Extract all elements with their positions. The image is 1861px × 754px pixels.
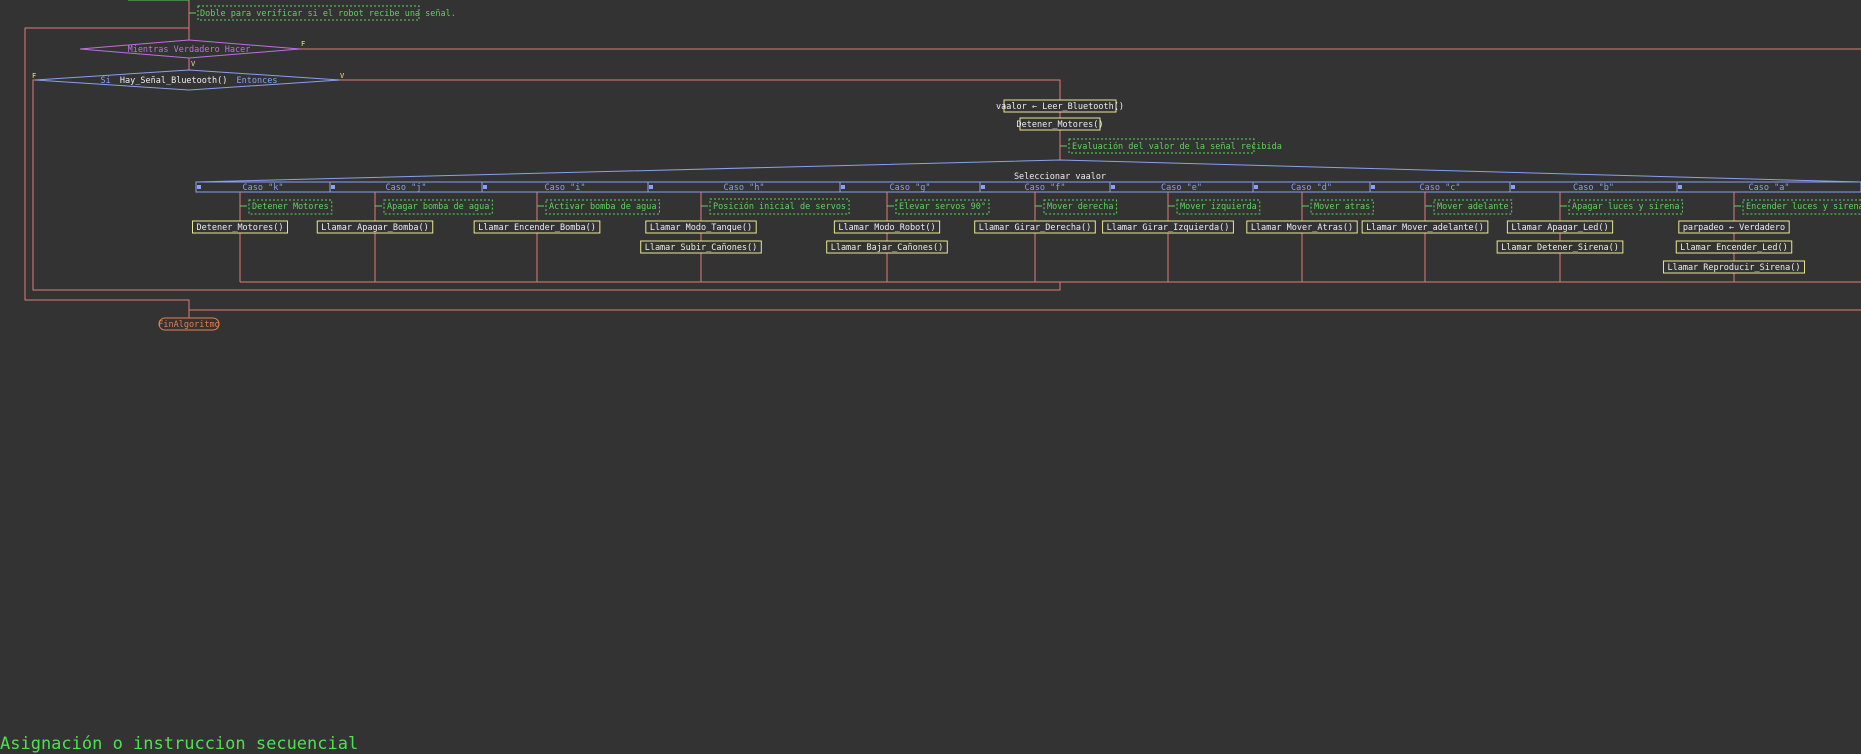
case-label: Caso "k" <box>243 183 284 193</box>
case-handle-icon <box>649 185 653 189</box>
if-false-mark: F <box>32 72 36 80</box>
case-handle-icon <box>1511 185 1515 189</box>
case-handle-icon <box>981 185 985 189</box>
case-column: Caso "g" Elevar servos 90° Llamar Modo_Rob… <box>827 182 989 282</box>
case-action-text: Llamar Mover_Atras() <box>1251 223 1353 233</box>
case-label: Caso "j" <box>386 183 427 193</box>
case-label: Caso "f" <box>1025 183 1066 193</box>
case-handle-icon <box>841 185 845 189</box>
case-label: Caso "g" <box>890 183 931 193</box>
case-action-text: Llamar Modo_Tanque() <box>650 223 752 233</box>
case-label: Caso "b" <box>1573 183 1614 193</box>
case-handle-icon <box>331 185 335 189</box>
case-handle-icon <box>1678 185 1682 189</box>
case-comment: Mover derecha <box>1047 202 1114 212</box>
case-action-text: Llamar Modo_Robot() <box>838 223 935 233</box>
case-action-text: Llamar Reproducir_Sirena() <box>1667 263 1800 273</box>
stop-motors-text: Detener_Motores() <box>1017 120 1104 130</box>
case-label: Caso "h" <box>724 183 765 193</box>
case-action-text: Detener_Motores() <box>197 223 284 233</box>
case-columns: Caso "k" Detener MotoresDetener_Motores()… <box>193 182 1861 282</box>
case-action-text: Llamar Girar_Derecha() <box>979 223 1092 233</box>
if-true-mark: V <box>340 72 345 80</box>
case-comment: Elevar servos 90° <box>899 202 986 212</box>
case-comment: Apagar bomba de agua <box>387 202 489 212</box>
end-label: FinAlgoritmo <box>158 320 219 330</box>
case-label: Caso "i" <box>545 183 586 193</box>
svg-text:Si Hay_Señal_Bluetooth(): Si Hay_Señal_Bluetooth() Entonces <box>101 76 278 86</box>
case-action-text: Llamar Mover_adelante() <box>1366 223 1484 233</box>
while-true-mark: V <box>191 60 196 68</box>
case-column: Caso "h" Posición inicial de servosLlamar… <box>641 182 849 282</box>
case-action-text: Llamar Apagar_Bomba() <box>321 223 428 233</box>
case-label: Caso "d" <box>1291 183 1332 193</box>
if-keyword-si: Si <box>101 76 111 86</box>
case-handle-icon <box>1111 185 1115 189</box>
case-comment: Mover adelante <box>1437 202 1509 212</box>
case-comment: Mover izquierda <box>1180 202 1257 212</box>
case-action-text: Llamar Encender_Bomba() <box>478 223 596 233</box>
select-label: Seleccionar vaalor <box>1014 172 1106 182</box>
case-column: Caso "a" Encender luces y sirena parpadeo … <box>1663 182 1861 282</box>
case-handle-icon <box>197 185 201 189</box>
case-label: Caso "e" <box>1161 183 1202 193</box>
case-handle-icon <box>1254 185 1258 189</box>
case-comment: Encender luces y sirena <box>1746 202 1861 212</box>
if-condition: Hay_Señal_Bluetooth() <box>120 76 227 86</box>
case-action-text: Llamar Detener_Sirena() <box>1501 243 1619 253</box>
case-action-text: Llamar Girar_Izquierda() <box>1107 223 1230 233</box>
comment-eval: Evaluación del valor de la señal recibid… <box>1072 141 1282 152</box>
case-action-text: Llamar Subir_Cañones() <box>645 243 758 253</box>
if-keyword-entonces: Entonces <box>237 76 278 86</box>
case-action-text: Llamar Encender_Led() <box>1680 243 1787 253</box>
case-comment: Mover atras <box>1314 202 1370 212</box>
case-action-text: Llamar Bajar_Cañones() <box>831 243 944 253</box>
case-action-text: parpadeo ← Verdadero <box>1683 223 1785 233</box>
case-handle-icon <box>483 185 487 189</box>
case-action-text: Llamar Apagar_Led() <box>1511 223 1608 233</box>
comment-top: Doble para verificar si el robot recibe … <box>200 9 456 19</box>
while-label: Mientras Verdadero Hacer <box>128 45 251 55</box>
case-comment: Posición inicial de servos <box>713 201 846 212</box>
status-bar: Asignación o instruccion secuencial <box>0 734 358 754</box>
while-false-mark: F <box>301 40 305 48</box>
case-handle-icon <box>1371 185 1375 189</box>
case-label: Caso "c" <box>1420 183 1461 193</box>
case-label: Caso "a" <box>1749 183 1790 193</box>
assign-text: vaalor ← Leer_Bluetooth() <box>996 102 1124 112</box>
case-comment: Apagar luces y sirena <box>1572 202 1679 212</box>
case-comment: Detener Motores <box>252 202 329 212</box>
case-comment: Activar bomba de agua <box>549 202 656 212</box>
